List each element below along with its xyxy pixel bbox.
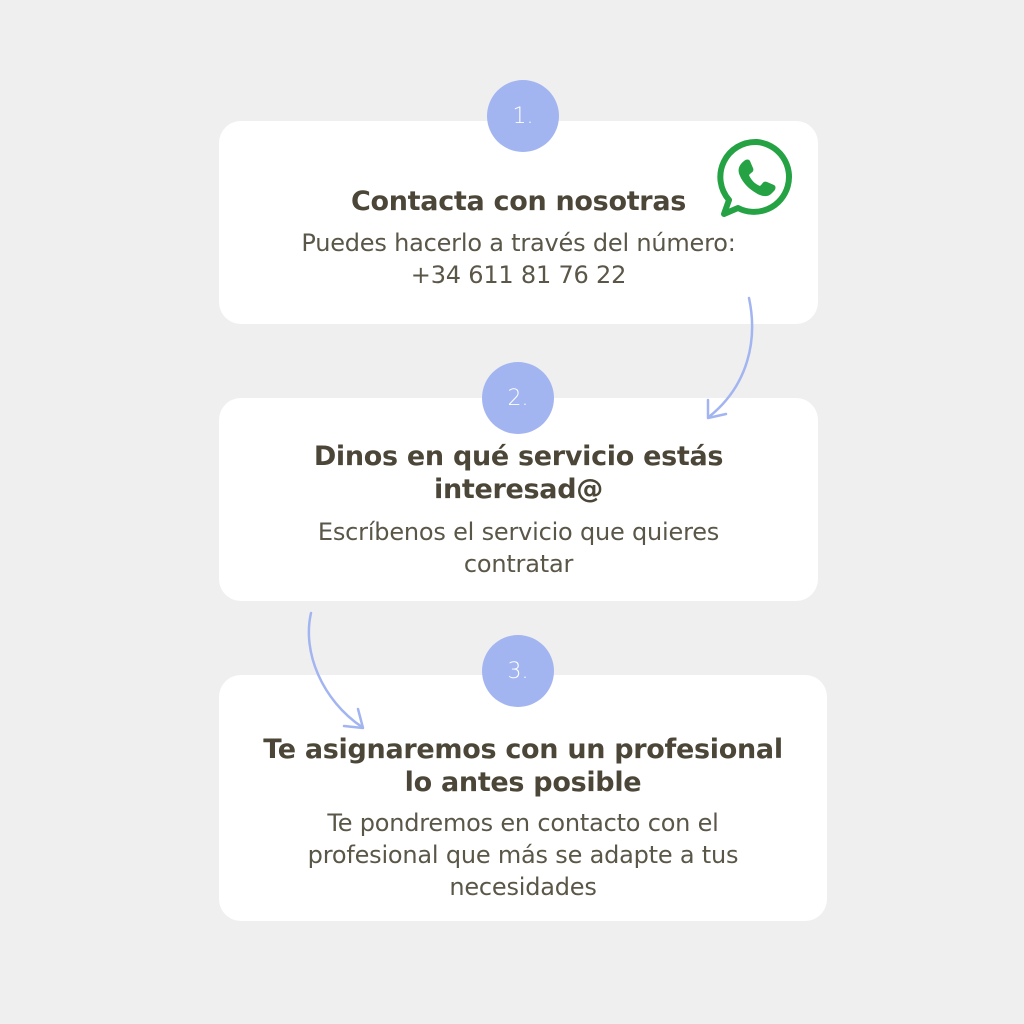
step-2-title: Dinos en qué servicio estás interesad@ (313, 441, 724, 505)
whatsapp-icon[interactable] (716, 137, 798, 219)
step-1-description: Puedes hacerlo a través del número: +34 … (219, 227, 818, 291)
step-3-title: Te asignaremos con un profesional lo ant… (263, 734, 783, 798)
step-3-description: Te pondremos en contacto con el profesio… (307, 809, 739, 901)
step-1-badge: 1. (487, 80, 559, 152)
step-3-badge: 3. (482, 635, 554, 707)
step-1-title: Contacta con nosotras (350, 186, 687, 217)
step-2-description: Escríbenos el servicio que quieres contr… (317, 518, 720, 578)
step-2-badge: 2. (482, 362, 554, 434)
step-1-card: Contacta con nosotras Puedes hacerlo a t… (219, 121, 818, 324)
phone-number[interactable]: +34 611 81 76 22 (410, 261, 627, 289)
step-3-card: Te asignaremos con un profesional lo ant… (219, 675, 827, 921)
